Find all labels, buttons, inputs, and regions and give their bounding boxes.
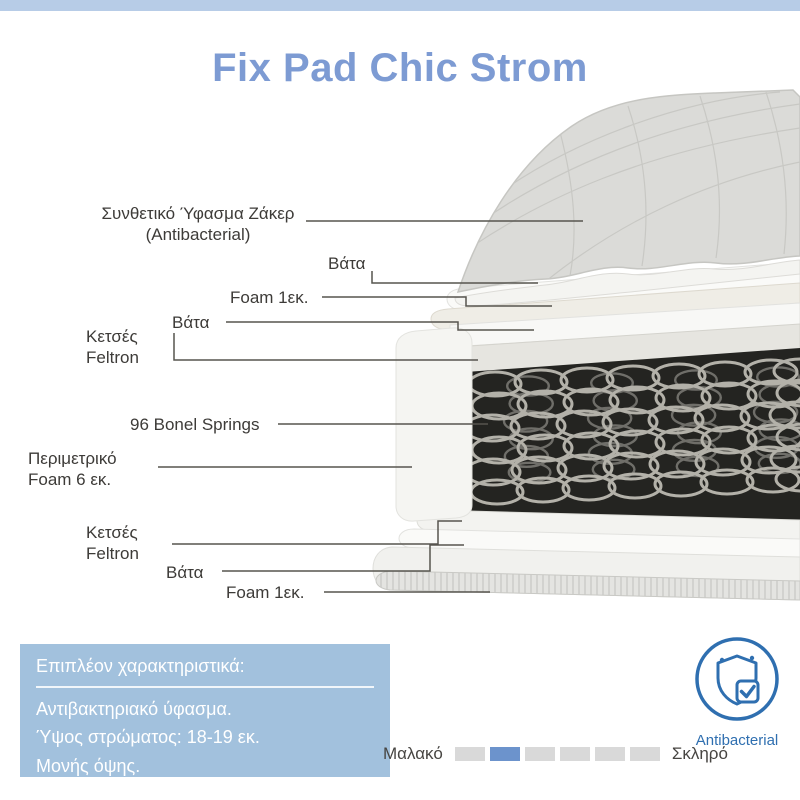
firmness-level-5 [594,747,625,761]
antibacterial-badge: Antibacterial [687,633,787,749]
top-accent-bar [0,0,800,11]
firmness-scale-squares [454,747,660,761]
features-heading: Επιπλέον χαρακτηριστικά: [36,656,374,688]
bottom-edge-tape [375,570,800,601]
product-title: Fix Pad Chic Strom [212,46,588,90]
firmness-scale: Μαλακό Σκληρό [383,744,728,764]
antibacterial-label: Antibacterial [695,732,779,749]
fabric-flap [456,89,800,294]
layer-label-perimeter-foam: Περιμετρικό Foam 6 εκ. [28,449,117,490]
firmness-level-6 [629,747,660,761]
pointer-lines [158,220,583,593]
layer-label-vata-top: Βάτα [328,254,366,273]
layer-label-springs: 96 Bonel Springs [130,415,260,434]
fabric-quilting [458,91,800,287]
flap-underside [454,259,800,307]
firmness-level-2 [489,747,520,761]
features-body: Αντιβακτηριακό ύφασμα. Ύψος στρώματος: 18… [36,697,374,778]
layer-label-feltron-top: Κετσές Feltron [86,327,139,368]
layer-label-vata-bottom: Βάτα [166,563,204,582]
mattress-layers [372,261,800,601]
features-line-1: Αντιβακτηριακό ύφασμα. [36,699,232,719]
features-line-3: Μονής όψης. [36,755,141,776]
firmness-level-4 [559,747,590,761]
layer-label-foam-bottom: Foam 1εκ. [226,583,305,602]
features-line-2: Ύψος στρώματος: 18-19 εκ. [36,727,260,748]
antibacterial-icon [695,637,779,721]
layer-label-vata-mid: Βάτα [172,313,210,332]
firmness-level-3 [524,747,555,761]
firmness-hard-label: Σκληρό [671,744,728,763]
features-box: Επιπλέον χαρακτηριστικά: Αντιβακτηριακό … [20,644,390,777]
firmness-level-1 [454,747,485,761]
layer-label-fabric: Συνθετικό Ύφασμα Ζάκερ (Antibacterial) [101,204,295,245]
layer-label-feltron-bottom: Κετσές Feltron [86,523,139,564]
firmness-soft-label: Μαλακό [383,744,443,763]
layer-label-foam-top: Foam 1εκ. [230,288,309,307]
